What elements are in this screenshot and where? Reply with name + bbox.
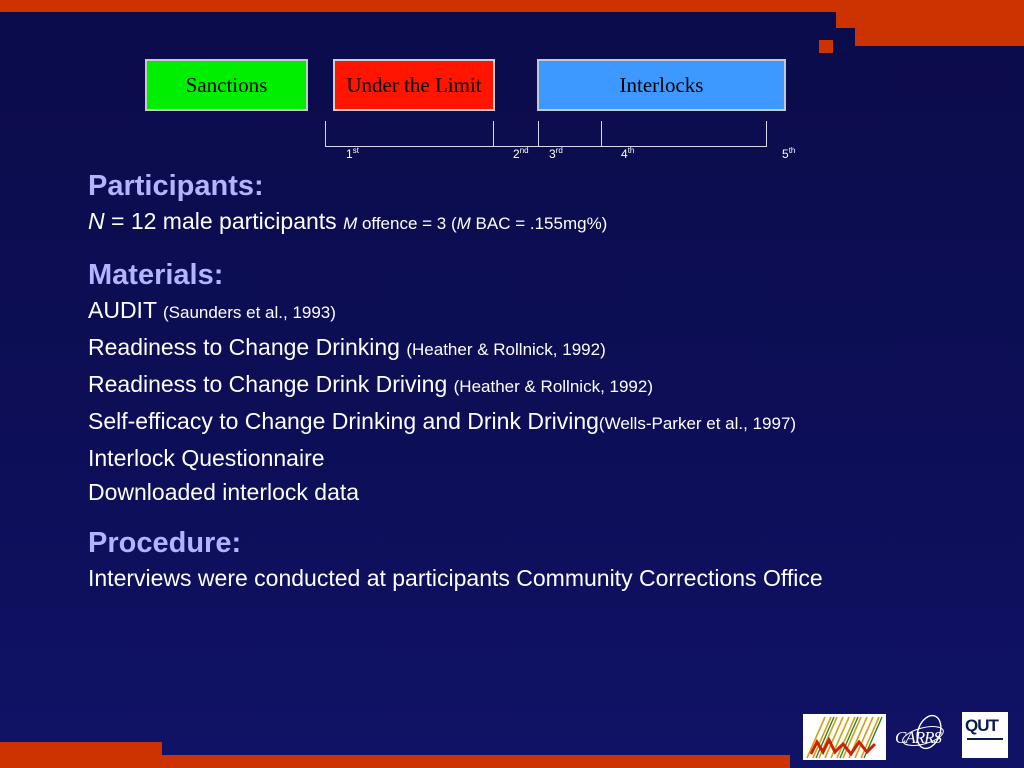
under-the-limit-box: Under the Limit bbox=[333, 59, 495, 111]
sanctions-label: Sanctions bbox=[185, 72, 268, 97]
qut-logo-underline bbox=[967, 738, 1003, 740]
top-right-accent-step bbox=[855, 28, 1024, 46]
tick-label-3rd: 3rd bbox=[549, 146, 563, 161]
qut-logo: QUT bbox=[962, 712, 1008, 758]
qut-logo-text: QUT bbox=[965, 716, 999, 735]
carrs-logo-text: CARRS bbox=[895, 728, 942, 747]
maic-logo bbox=[803, 714, 886, 760]
material-item: AUDIT (Saunders et al., 1993) bbox=[88, 297, 336, 323]
timeline-tick bbox=[601, 121, 602, 146]
participants-heading: Participants: bbox=[88, 170, 264, 202]
interlocks-label: Interlocks bbox=[619, 72, 704, 97]
procedure-text: Interviews were conducted at participant… bbox=[88, 565, 823, 591]
carrs-logo: CARRS bbox=[893, 710, 951, 760]
carrs-swirl-graphic bbox=[902, 714, 944, 750]
timeline-tick bbox=[538, 121, 539, 146]
material-item: Downloaded interlock data bbox=[88, 479, 360, 505]
interlocks-box: Interlocks bbox=[537, 59, 786, 111]
slide-content: Participants: N = 12 male participants M… bbox=[88, 168, 1018, 595]
top-accent-bar bbox=[0, 0, 1024, 12]
tick-label-5th: 5th bbox=[782, 146, 796, 161]
under-the-limit-label: Under the Limit bbox=[346, 72, 482, 97]
material-item: Readiness to Change Drink Driving (Heath… bbox=[88, 371, 653, 397]
maic-logo-graphic bbox=[806, 716, 883, 759]
timeline-tick bbox=[766, 121, 767, 146]
materials-heading: Materials: bbox=[88, 259, 224, 291]
timeline-axis bbox=[325, 146, 767, 147]
material-item: Readiness to Change Drinking (Heather & … bbox=[88, 334, 606, 360]
timeline-tick bbox=[325, 121, 326, 146]
top-right-accent-block bbox=[836, 12, 1024, 28]
material-item: Interlock Questionnaire bbox=[88, 445, 325, 471]
tick-label-1st: 1st bbox=[346, 146, 359, 161]
participants-detail: N = 12 male participants M offence = 3 (… bbox=[88, 208, 608, 234]
top-right-accent-square bbox=[819, 40, 833, 53]
procedure-heading: Procedure: bbox=[88, 527, 242, 559]
tick-label-2nd: 2nd bbox=[513, 146, 529, 161]
sanctions-box: Sanctions bbox=[145, 59, 308, 111]
material-item: Self-efficacy to Change Drinking and Dri… bbox=[88, 408, 797, 434]
tick-label-4th: 4th bbox=[621, 146, 635, 161]
timeline-tick bbox=[493, 121, 494, 146]
bottom-accent-bar bbox=[0, 755, 790, 768]
